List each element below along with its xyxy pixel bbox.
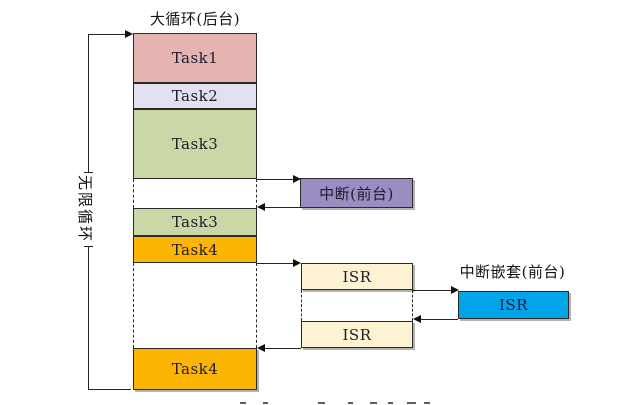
- isr1-label: ISR: [342, 267, 372, 286]
- loop-entry-arrow-icon: [125, 30, 133, 38]
- arrow-interrupt-return-head-icon: [257, 203, 265, 211]
- nested-isr-block: ISR: [458, 291, 569, 319]
- task1-label: Task1: [171, 49, 219, 67]
- arrow-isr-to-nested-isr-head-icon: [451, 286, 459, 294]
- loop-bracket-bottom-line: [88, 389, 131, 390]
- interrupt-foreground-block: 中断(前台): [300, 178, 413, 208]
- task4-resumed-label: Task4: [171, 360, 219, 378]
- task-block-task3-resumed: Task3: [133, 208, 257, 236]
- arrow-nested-isr-return-head-icon: [413, 315, 421, 323]
- arrow-task3-to-interrupt-head-icon: [293, 175, 301, 183]
- arrow-interrupt-return: [264, 207, 300, 208]
- task2-label: Task2: [171, 87, 219, 105]
- task-block-task3-first: Task3: [133, 109, 257, 179]
- main-loop-title: 大循环(后台): [149, 10, 241, 28]
- task3-resumed-label: Task3: [171, 213, 219, 231]
- isr-block-first: ISR: [301, 263, 413, 290]
- loop-bracket-top-line: [88, 34, 125, 35]
- arrow-task4-to-isr: [257, 263, 293, 264]
- stack-gap1-left-dashed-edge: [133, 179, 134, 208]
- infinite-loop-label: 无限循环: [76, 174, 94, 243]
- arrow-isr-to-nested-isr: [413, 290, 451, 291]
- task-block-task2: Task2: [133, 83, 257, 109]
- task3-label: Task3: [171, 135, 219, 153]
- stack-gap2-right-dashed-edge: [256, 263, 257, 348]
- isr2-label: ISR: [342, 325, 372, 344]
- nested-interrupt-label: 中断嵌套(前台): [459, 263, 566, 281]
- arrow-task3-to-interrupt: [257, 179, 293, 180]
- loop-label-tick-top: [84, 172, 93, 173]
- caption-cutoff: [235, 402, 435, 405]
- isr-block-second: ISR: [301, 321, 413, 348]
- interrupt-label: 中断(前台): [319, 184, 394, 203]
- loop-bracket-line-upper: [88, 34, 89, 172]
- stack-gap1-right-dashed-edge: [256, 179, 257, 208]
- loop-bracket-line-lower: [88, 246, 89, 389]
- nested-isr-label: ISR: [499, 296, 528, 314]
- arrow-task4-to-isr-head-icon: [293, 259, 301, 267]
- task4-label: Task4: [171, 240, 219, 259]
- arrow-nested-isr-return: [420, 319, 458, 320]
- task-block-task1: Task1: [133, 33, 257, 83]
- arrow-isr-to-task4-return: [264, 348, 301, 349]
- task-block-task4-first: Task4: [133, 236, 257, 263]
- isr-gap-left-dashed-edge: [301, 290, 302, 321]
- stack-gap2-left-dashed-edge: [133, 263, 134, 348]
- task-block-task4-resumed: Task4: [133, 348, 257, 390]
- isr-gap-right-dashed-edge: [412, 290, 413, 321]
- arrow-isr-to-task4-return-head-icon: [257, 344, 265, 352]
